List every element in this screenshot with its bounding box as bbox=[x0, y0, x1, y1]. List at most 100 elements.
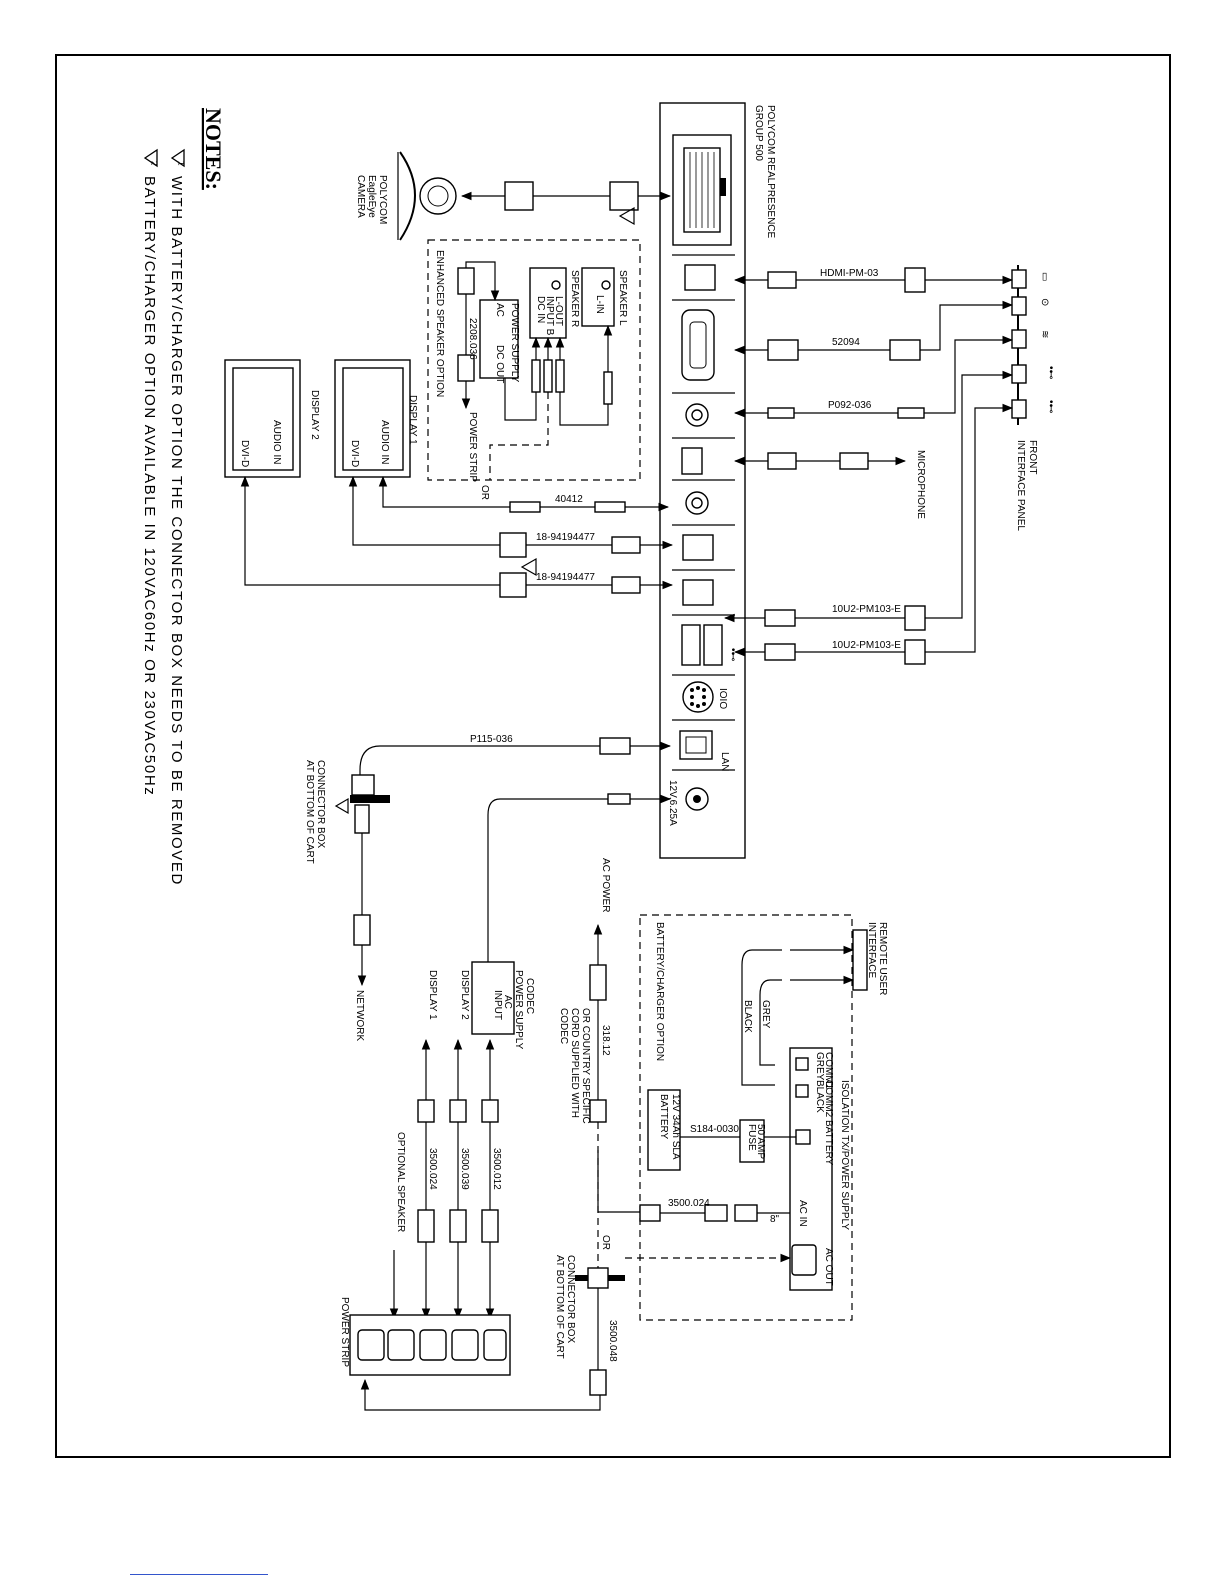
front-panel-line1: FRONT bbox=[1027, 440, 1038, 474]
lan-label: LAN bbox=[719, 752, 730, 771]
display-1: DISPLAY 1 AUDIO IN DVI-D bbox=[334, 359, 418, 478]
svg-text:•⊷: •⊷ bbox=[1045, 366, 1056, 380]
usb-port-2 bbox=[703, 624, 723, 666]
display-2: DISPLAY 2 AUDIO IN DVI-D bbox=[224, 359, 320, 478]
codec-psu-line1: CODEC bbox=[524, 978, 535, 1014]
display-1-title: DISPLAY 1 bbox=[407, 395, 418, 445]
cable-display-2: 18-94194477 bbox=[536, 572, 595, 583]
cable-3500-039: 3500.039 bbox=[459, 1148, 470, 1190]
battery-line2: BATTERY bbox=[658, 1094, 669, 1140]
camera-cable-connector-b bbox=[609, 181, 639, 211]
svg-text:•⊷: •⊷ bbox=[727, 648, 738, 662]
battery-option-title: BATTERY/CHARGER OPTION bbox=[654, 922, 665, 1061]
cable-3500-024: 3500.024 bbox=[427, 1148, 438, 1190]
power-cords: 3500.012 3500.039 DISPLAY 2 3500.024 DIS… bbox=[389, 970, 502, 1320]
mic-port bbox=[681, 447, 703, 475]
codec-psu-input: INPUT bbox=[492, 990, 503, 1020]
cable-lan: P115-036 bbox=[470, 734, 513, 745]
fuse-box bbox=[739, 1119, 765, 1163]
battery-box bbox=[647, 1089, 681, 1171]
svg-text:≋: ≋ bbox=[1039, 330, 1050, 338]
cable-8in: 8" bbox=[770, 1214, 780, 1225]
speaker-r-box bbox=[529, 267, 567, 339]
front-panel-line2: INTERFACE PANEL bbox=[1015, 440, 1026, 531]
remote-line1: REMOTE USER bbox=[877, 922, 888, 995]
ac-power-label: AC POWER bbox=[600, 858, 611, 912]
cable-318-12: 318.12 bbox=[600, 1025, 611, 1056]
note-1-text: WITH BATTERY/CHARGER OPTION THE CONNECTO… bbox=[168, 176, 185, 886]
note-1-marker-triangle bbox=[170, 148, 185, 168]
speaker-power-strip: POWER STRIP bbox=[467, 412, 478, 482]
battery-line1: 12V 34Ah SLA bbox=[670, 1094, 681, 1160]
display-2-audio: AUDIO IN bbox=[271, 420, 282, 464]
battery-option-box bbox=[639, 914, 853, 1321]
speaker-psu-dcout: DC OUT bbox=[494, 345, 505, 383]
cable-40412: 40412 bbox=[555, 494, 583, 505]
comm1-label: COMM1 bbox=[823, 1052, 834, 1090]
camera-line3: CAMERA bbox=[355, 175, 366, 218]
codec-title-1: POLYCOM REALPRESENCE bbox=[765, 105, 776, 239]
power-strip-label: POWER STRIP bbox=[339, 1297, 350, 1367]
speaker-psu-label: POWER SUPPLY bbox=[509, 303, 520, 383]
ac-note-2: CORD SUPPLIED WITH bbox=[569, 1008, 580, 1118]
svg-text:▭: ▭ bbox=[1039, 272, 1050, 281]
connector-box-bottom-1: CONNECTOR BOX bbox=[565, 1255, 576, 1343]
front-interface-panel: ▭ ⊙ ≋ •⊷ •⊷ FRONT INTERFACE PANEL bbox=[1011, 265, 1056, 531]
footer-link-underline[interactable] bbox=[130, 1574, 268, 1575]
cable-usb-1: 10U2-PM103-E bbox=[832, 604, 901, 615]
codec-psu-ac: AC bbox=[502, 995, 513, 1009]
isolation-label: ISOLATION TX/POWER SUPPLY bbox=[839, 1080, 850, 1230]
speaker-l-in: L-IN bbox=[594, 295, 605, 314]
comm2-label: COMM2 bbox=[823, 1080, 834, 1118]
ac-note-1: OR COUNTRY SPECIFIC bbox=[580, 1008, 591, 1124]
speaker-or: OR bbox=[479, 485, 490, 500]
cable-3500-012: 3500.012 bbox=[491, 1148, 502, 1190]
black-label: BLACK bbox=[814, 1080, 825, 1113]
notes-block: NOTES: 1 WITH BATTERY/CHARGER OPTION THE… bbox=[141, 108, 226, 886]
cable-3500-048: 3500.048 bbox=[607, 1320, 618, 1362]
note-2-text: BATTERY/CHARGER OPTION AVAILABLE IN 120V… bbox=[141, 176, 158, 796]
camera-line1: POLYCOM bbox=[377, 175, 388, 224]
display-2-dvi: DVI-D bbox=[239, 440, 250, 467]
note-1-ref-camera bbox=[618, 206, 635, 226]
fuse-line1: 50 AMP bbox=[755, 1124, 766, 1159]
battery-charger-option: BATTERY/CHARGER OPTION REMOTE USER INTER… bbox=[625, 914, 888, 1321]
codec-psu-box bbox=[471, 961, 515, 1035]
microphone-label: MICROPHONE bbox=[915, 450, 926, 519]
network-label: NETWORK bbox=[354, 990, 365, 1041]
camera-lens bbox=[419, 177, 457, 215]
connector-box-plate bbox=[350, 795, 390, 803]
speaker-option-box bbox=[427, 239, 641, 481]
display-2-title: DISPLAY 2 bbox=[309, 390, 320, 440]
note-2-marker-triangle bbox=[143, 148, 158, 168]
note-1: 1 WITH BATTERY/CHARGER OPTION THE CONNEC… bbox=[168, 148, 186, 886]
ac-note-3: CODEC bbox=[558, 1008, 569, 1044]
hdmi-1-port bbox=[682, 534, 714, 561]
ac-power-section: AC POWER 318.12 OR COUNTRY SPECIFIC CORD… bbox=[554, 858, 640, 1396]
hdmi-2-port bbox=[682, 579, 714, 606]
fuse-line2: FUSE bbox=[746, 1124, 757, 1151]
cable-display-1: 18-94194477 bbox=[536, 532, 595, 543]
speaker-psu-box bbox=[479, 299, 519, 379]
wire-black-label: BLACK bbox=[742, 1000, 753, 1033]
battery-port-label: BATTERY bbox=[823, 1120, 834, 1166]
remote-interface-box bbox=[852, 929, 868, 991]
outlet-display2: DISPLAY 2 bbox=[459, 970, 470, 1020]
grey-label: GREY bbox=[814, 1052, 825, 1081]
enhanced-speaker-option: ENHANCED SPEAKER OPTION SPEAKER L L-IN S… bbox=[427, 239, 641, 500]
hdmi-port-front bbox=[684, 264, 716, 291]
connector-box-bottom-2: AT BOTTOM OF CART bbox=[554, 1255, 565, 1359]
ac-out-label: AC OUT bbox=[823, 1248, 834, 1286]
note-2-marker: 2 bbox=[150, 161, 159, 166]
or-bottom: OR bbox=[600, 1235, 611, 1250]
lan-port bbox=[679, 730, 713, 760]
cable-s184: S184-0030 bbox=[690, 1124, 739, 1135]
remote-line2: INTERFACE bbox=[866, 922, 877, 978]
display-cables: 40412 18-94194477 18-94194477 bbox=[240, 475, 674, 598]
speaker-option-title: ENHANCED SPEAKER OPTION bbox=[434, 250, 445, 397]
outlet-speaker: OPTIONAL SPEAKER bbox=[395, 1132, 406, 1232]
codec-title-2: GROUP 500 bbox=[753, 105, 764, 161]
note-1-ref-lan bbox=[334, 797, 349, 815]
display-1-audio: AUDIO IN bbox=[379, 420, 390, 464]
